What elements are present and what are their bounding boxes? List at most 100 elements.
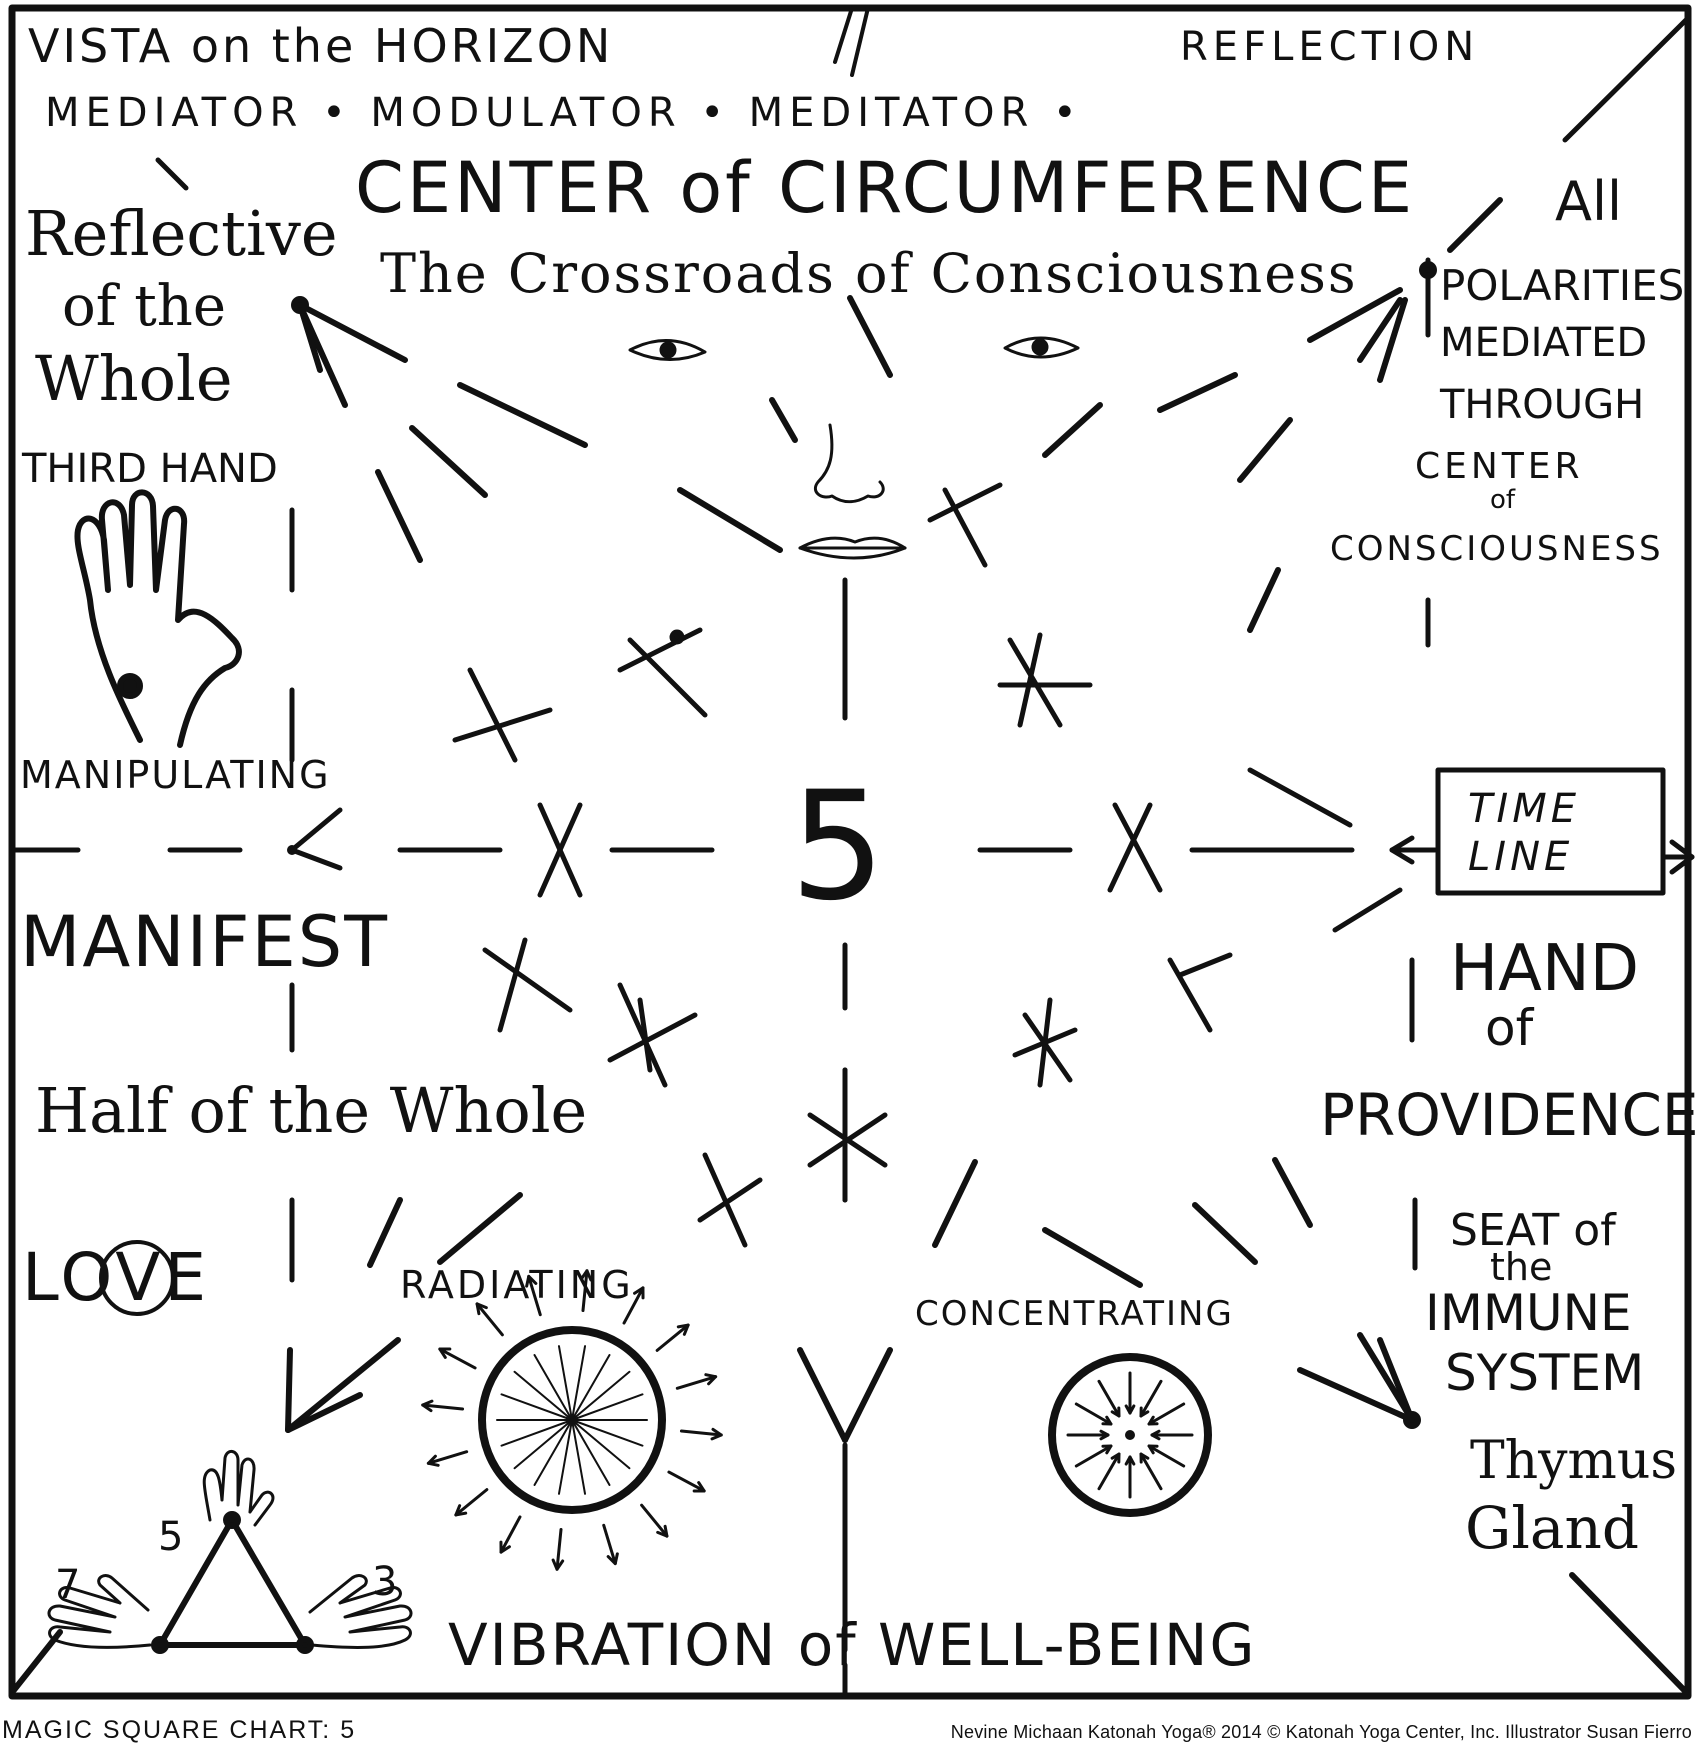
manipulating-label: MANIPULATING	[20, 753, 331, 797]
radiating-arrowhead	[551, 1558, 565, 1571]
radiating-ray	[557, 1419, 573, 1495]
radiating-ray	[571, 1419, 644, 1447]
third-hand-icon	[74, 489, 242, 748]
diagonal-dashes-bottom	[367, 1157, 1313, 1288]
radiating-arrowhead	[656, 1524, 669, 1538]
radiating-arrowhead	[633, 1286, 645, 1300]
seat-label-3: IMMUNE	[1425, 1284, 1632, 1342]
concentrating-arrowhead	[1147, 1415, 1159, 1426]
cross-marks	[452, 482, 1233, 1248]
radiating-arrow	[475, 1302, 504, 1337]
radiating-ray	[533, 1419, 573, 1486]
triangle-number-7: 7	[55, 1562, 80, 1608]
radiating-arrowhead	[438, 1347, 452, 1359]
concentrating-label: CONCENTRATING	[915, 1294, 1234, 1334]
chart-title-caption: MAGIC SQUARE CHART: 5	[2, 1716, 357, 1744]
mediator-line: MEDIATOR • MODULATOR • MEDITATOR •	[45, 90, 1083, 136]
crossroads-label: The Crossroads of Consciousness	[380, 242, 1358, 305]
radiating-arrow	[675, 1375, 718, 1390]
radiating-ray	[571, 1419, 611, 1486]
radiating-arrowhead	[475, 1302, 488, 1316]
radiating-arrow	[602, 1523, 617, 1566]
concentrating-arrowhead	[1110, 1406, 1121, 1418]
radiating-ray	[571, 1370, 631, 1421]
third-hand-label: THIRD HAND	[21, 446, 278, 492]
radiating-ray	[571, 1354, 611, 1421]
concentrating-arrowhead	[1124, 1455, 1136, 1466]
polarities-label-4: CENTER	[1415, 446, 1584, 487]
diagonal-dashes-top-left	[375, 295, 893, 563]
hand-label: HAND	[1450, 932, 1639, 1006]
radiating-arrow	[581, 1269, 589, 1313]
concentrating-arrowhead	[1147, 1444, 1159, 1455]
concentrating-arrow	[1147, 1444, 1186, 1468]
concentrating-arrow	[1074, 1444, 1113, 1468]
radiating-arrow	[499, 1515, 522, 1554]
reflective-label-2: of the	[62, 274, 226, 339]
concentrating-arrowhead	[1124, 1404, 1136, 1415]
radiating-ray	[513, 1370, 573, 1421]
radiating-arrow	[555, 1527, 563, 1571]
radiating-ray	[571, 1419, 631, 1470]
radiating-arrow	[421, 1403, 465, 1411]
manifest-label: MANIFEST	[20, 901, 389, 983]
radiating-ray	[500, 1419, 573, 1447]
line-label: LINE	[1468, 834, 1573, 880]
concentrating-circle	[1048, 1353, 1212, 1517]
polarities-label-6: CONSCIOUSNESS	[1330, 529, 1664, 569]
concentrating-arrow	[1097, 1452, 1121, 1491]
polarities-label-2: MEDIATED	[1440, 320, 1647, 366]
eyes-icon	[628, 336, 1080, 362]
polarities-label-5: of	[1490, 485, 1516, 515]
radiating-ray	[571, 1393, 644, 1421]
reflective-label-1: Reflective	[25, 197, 338, 270]
vibration-label: VIBRATION of WELL-BEING	[448, 1611, 1256, 1679]
seat-label-1: SEAT of	[1450, 1205, 1617, 1256]
triangle-hands-icon	[47, 1450, 413, 1654]
radiating-arrowhead	[421, 1399, 434, 1413]
radiating-arrowhead	[704, 1373, 718, 1386]
triangle-number-5: 5	[158, 1514, 183, 1560]
polarities-label-1: POLARITIES	[1440, 261, 1684, 310]
gland-label: Gland	[1465, 1494, 1639, 1562]
polarities-label-3: THROUGH	[1439, 382, 1644, 428]
radiating-arrowhead	[606, 1552, 619, 1566]
concentrating-arrow	[1147, 1402, 1186, 1426]
radiating-ray	[571, 1345, 587, 1421]
radiating-ray	[513, 1419, 573, 1470]
center-title: CENTER of CIRCUMFERENCE	[355, 147, 1415, 229]
concentrating-arrow	[1139, 1452, 1163, 1491]
concentrating-arrowhead	[1101, 1444, 1113, 1455]
seat-label-4: SYSTEM	[1445, 1344, 1644, 1402]
triangle-number-3: 3	[372, 1559, 397, 1605]
top-left-arrow	[291, 296, 408, 408]
bottom-left-arrow	[285, 1337, 401, 1433]
radiating-arrowhead	[454, 1504, 468, 1517]
thymus-label: Thymus	[1470, 1431, 1677, 1491]
center-y-shape	[797, 1347, 893, 1443]
concentrating-arrowhead	[1139, 1406, 1150, 1418]
radiating-arrowhead	[499, 1540, 511, 1554]
radiating-arrowhead	[692, 1481, 706, 1493]
half-whole-label: Half of the Whole	[35, 1074, 587, 1147]
radiating-arrowhead	[676, 1323, 690, 1336]
vista-label: VISTA on the HORIZON	[28, 19, 613, 73]
credits-caption: Nevine Michaan Katonah Yoga® 2014 © Kato…	[950, 1722, 1692, 1742]
radiating-arrow	[622, 1286, 645, 1325]
nose-lips-icon	[798, 423, 907, 560]
radiating-ray	[500, 1393, 573, 1421]
concentrating-arrowhead	[1101, 1415, 1113, 1426]
radiating-arrow	[426, 1450, 469, 1465]
concentrating-arrow	[1139, 1379, 1163, 1418]
reflection-label: REFLECTION	[1180, 24, 1479, 70]
concentrating-arrowhead	[1150, 1429, 1161, 1441]
concentrating-arrowhead	[1110, 1452, 1121, 1464]
bottom-right-arrow	[1297, 1332, 1421, 1429]
radiating-arrow	[667, 1470, 706, 1493]
of-label: of	[1485, 999, 1535, 1057]
radiating-arrowhead	[579, 1269, 593, 1282]
radiating-arrow	[655, 1323, 690, 1352]
radiating-ray	[533, 1354, 573, 1421]
radiating-arrow	[454, 1488, 489, 1517]
